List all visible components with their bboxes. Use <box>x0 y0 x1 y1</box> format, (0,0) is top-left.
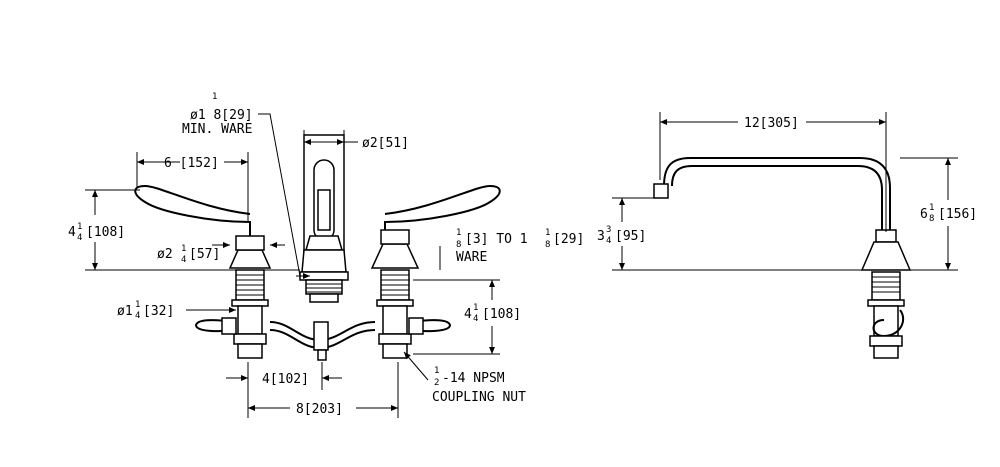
svg-text:4: 4 <box>606 236 611 246</box>
side-view: 12[305] 3 3 4 [95] 6 1 8 [156] <box>597 112 977 359</box>
svg-text:1: 1 <box>181 244 186 254</box>
spout-outlet-label: [95] <box>615 229 646 244</box>
svg-text:6: 6 <box>920 207 928 222</box>
spout-reach-label: 12[305] <box>744 116 799 131</box>
svg-text:4: 4 <box>181 255 186 265</box>
nut-size-label: -14 NPSM <box>442 371 505 386</box>
svg-text:3: 3 <box>597 229 605 244</box>
svg-text:1: 1 <box>77 222 82 232</box>
right-handle <box>384 184 501 236</box>
svg-text:4: 4 <box>464 307 472 322</box>
svg-text:1: 1 <box>212 92 217 102</box>
svg-text:4: 4 <box>135 311 140 321</box>
side-aerator <box>653 183 669 199</box>
svg-text:8: 8 <box>929 214 934 224</box>
ware-range-label: [3] TO 1 <box>465 232 528 247</box>
svg-text:ø1: ø1 <box>117 304 133 319</box>
left-handle <box>134 184 251 236</box>
svg-text:4: 4 <box>68 225 76 240</box>
svg-text:2: 2 <box>434 378 439 388</box>
spout-dia-label: ø2[51] <box>362 136 409 151</box>
ware-label: WARE <box>456 250 487 265</box>
front-view: 6 [152] 4 1 4 [108] ø2 1 4 [57] 1 ø1 8[2… <box>68 92 584 418</box>
svg-text:8: 8 <box>456 240 461 250</box>
shank-length-label: [108] <box>482 307 521 322</box>
shank-dia-label: [32] <box>143 304 174 319</box>
svg-text:4: 4 <box>473 314 478 324</box>
tee-fitting <box>313 321 329 351</box>
svg-text:4: 4 <box>77 233 82 243</box>
svg-text:1: 1 <box>929 203 934 213</box>
right-valve <box>370 229 420 359</box>
svg-text:1: 1 <box>135 300 140 310</box>
svg-text:1: 1 <box>473 303 478 313</box>
min-ware-label: MIN. WARE <box>182 122 252 137</box>
svg-text:3: 3 <box>606 225 611 235</box>
svg-text:ø2: ø2 <box>157 247 173 262</box>
side-spout-arm <box>663 157 891 232</box>
handle-height-label: [108] <box>86 225 125 240</box>
center-full-label: 8[203] <box>296 402 343 417</box>
min-ware-dia-label: ø1 8[29] <box>190 108 253 123</box>
left-valve <box>228 235 272 359</box>
center-half-label: 4[102] <box>262 372 309 387</box>
base-dia-label: [57] <box>189 247 220 262</box>
handle-reach-label: 6 [152] <box>164 156 219 171</box>
center-spout <box>299 134 349 303</box>
nut-name-label: COUPLING NUT <box>432 390 526 405</box>
spout-height-label: [156] <box>938 207 977 222</box>
svg-text:1: 1 <box>434 366 439 376</box>
svg-text:[29]: [29] <box>553 232 584 247</box>
svg-text:1: 1 <box>545 228 550 238</box>
svg-text:1: 1 <box>456 228 461 238</box>
svg-text:8: 8 <box>545 240 550 250</box>
